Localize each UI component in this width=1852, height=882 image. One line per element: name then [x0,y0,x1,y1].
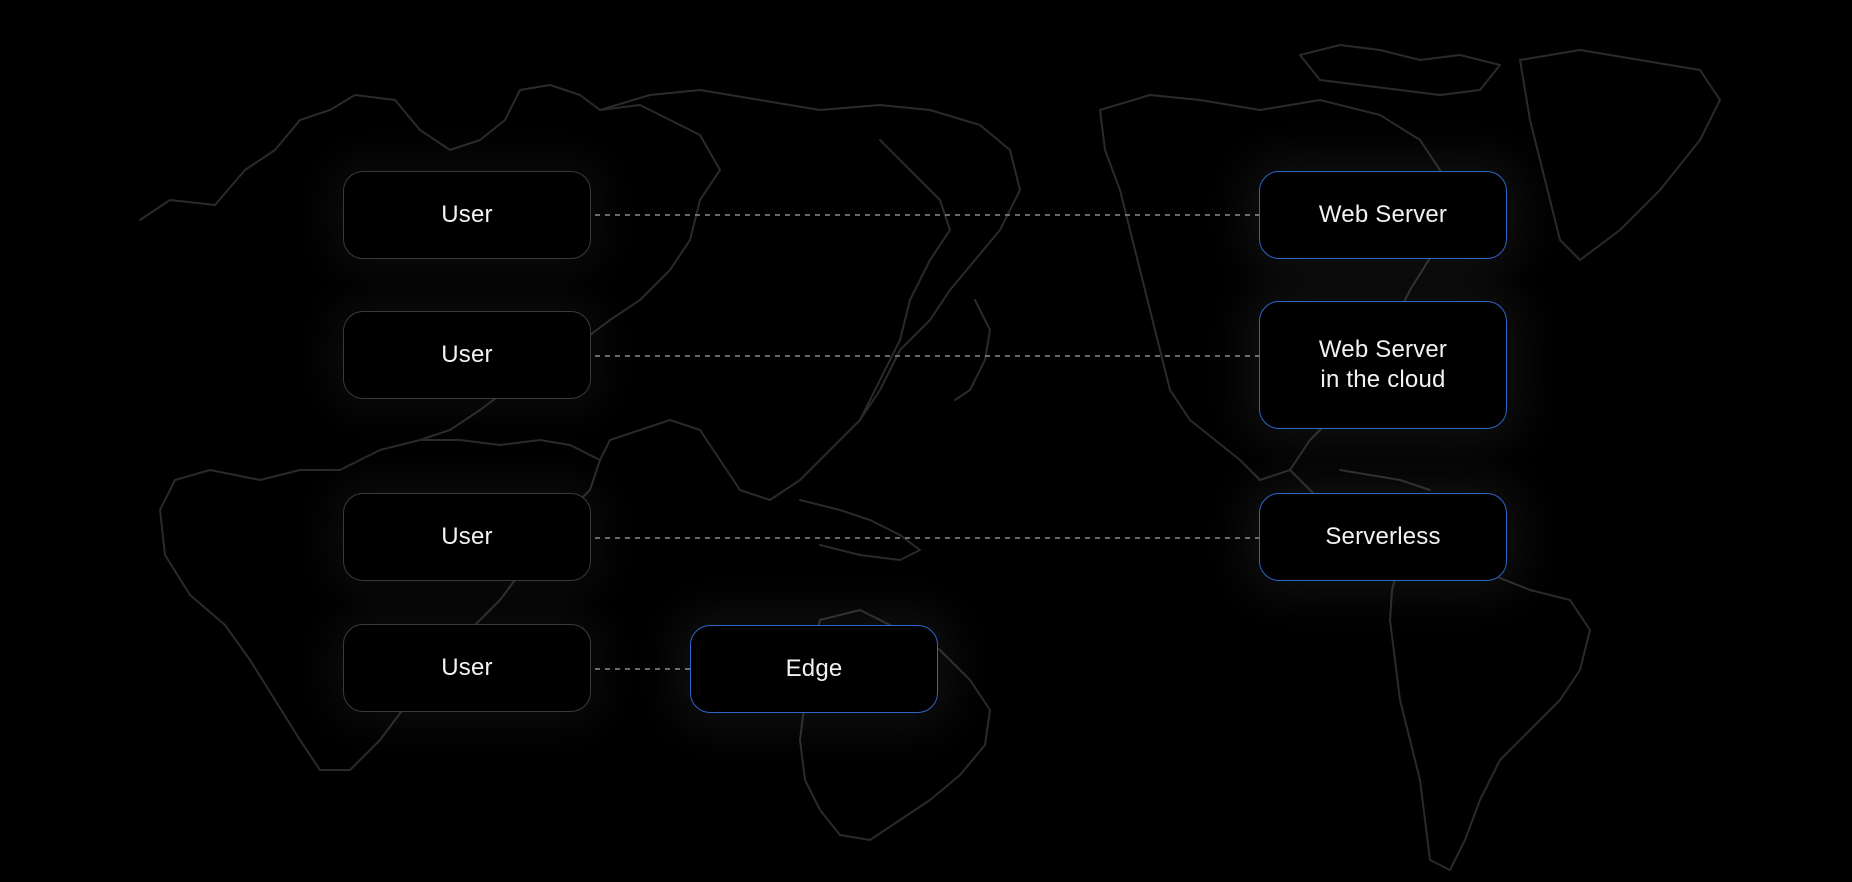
user-node: User [343,171,591,259]
map-landmass-sea-islands [799,499,921,561]
user-node-label: User [441,523,493,550]
serverless-node: Serverless [1259,493,1507,581]
web-server-label: Web Server [1318,201,1448,228]
user-node: User [343,311,591,399]
map-landmass-japan [954,299,991,401]
user-node-label: User [441,341,493,368]
map-landmass-caribbean [1339,469,1431,491]
user-node: User [343,624,591,712]
edge-node: Edge [690,625,938,713]
map-landmass-asia [599,89,1021,501]
web-server-node: Web Server [1259,171,1507,259]
edge-label: Edge [785,655,843,682]
user-node-label: User [441,201,493,228]
user-node: User [343,493,591,581]
cloud-web-server-node: Web Server in the cloud [1259,301,1507,429]
map-landmass-africa [159,439,601,771]
map-landmass-south-america [1389,554,1591,871]
user-node-label: User [441,654,493,681]
map-landmass-arctic-islands [1299,44,1501,96]
map-landmass-greenland [1519,49,1721,261]
cloud-web-server-label: Web Server in the cloud [1318,336,1448,393]
serverless-label: Serverless [1325,523,1441,550]
map-landmass-east-asia [859,139,951,421]
